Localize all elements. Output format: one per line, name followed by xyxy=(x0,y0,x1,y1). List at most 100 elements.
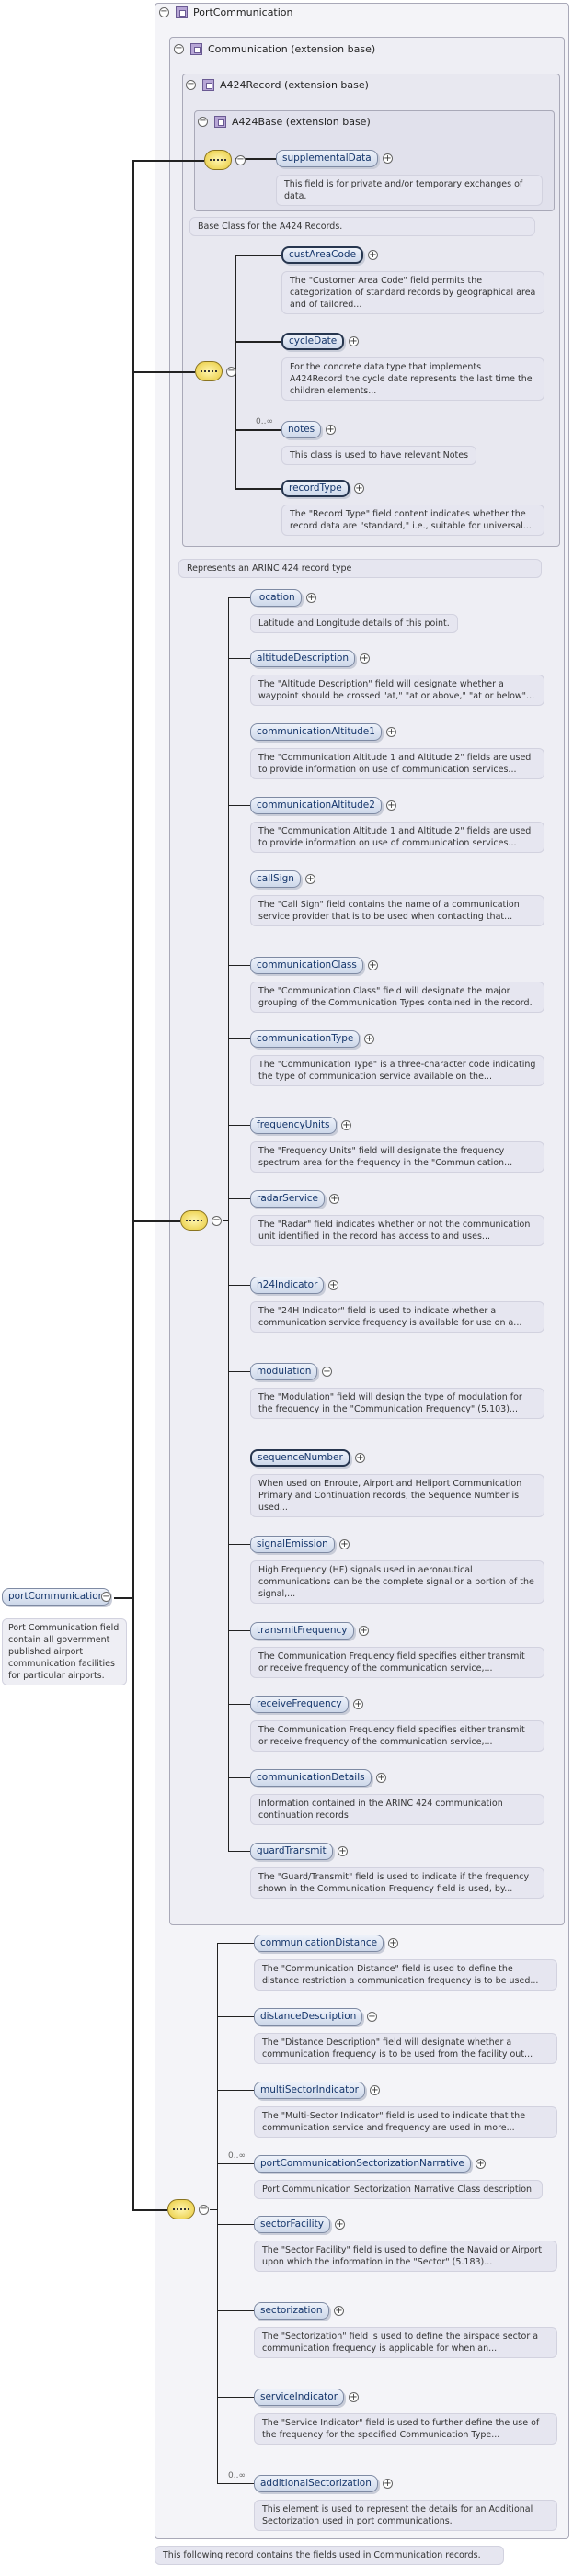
element-sectorFacility[interactable]: sectorFacility xyxy=(254,2216,330,2233)
element-radarService[interactable]: radarService xyxy=(250,1190,325,1208)
element-multiSectorIndicator[interactable]: multiSectorIndicator xyxy=(254,2082,365,2099)
collapse-toggle-sequence[interactable]: − xyxy=(235,154,246,165)
connector-line xyxy=(228,1371,250,1372)
doc-location: Latitude and Longitude details of this p… xyxy=(250,614,458,633)
expand-toggle-additionalSectorization[interactable]: + xyxy=(383,2479,393,2489)
connector-line xyxy=(228,965,250,966)
expand-toggle-portCommunicationSectorizationNarrative[interactable]: + xyxy=(476,2159,486,2169)
connector-line xyxy=(132,160,204,162)
element-communicationAltitude2[interactable]: communicationAltitude2 xyxy=(250,797,382,814)
expand-toggle-notes[interactable]: + xyxy=(326,425,336,435)
element-sectorization[interactable]: sectorization xyxy=(254,2302,329,2320)
root-element-portcommunication[interactable]: portCommunication xyxy=(2,1588,111,1606)
element-modulation[interactable]: modulation xyxy=(250,1363,318,1380)
expand-toggle-radarService[interactable]: + xyxy=(329,1194,339,1204)
expand-toggle-cycleDate[interactable]: + xyxy=(349,336,359,346)
expand-toggle-communicationDetails[interactable]: + xyxy=(376,1773,386,1783)
element-portCommunicationSectorizationNarrative[interactable]: portCommunicationSectorizationNarrative xyxy=(254,2155,471,2173)
element-callSign[interactable]: callSign xyxy=(250,870,301,888)
connector-line xyxy=(223,1220,228,1221)
expand-toggle-communicationClass[interactable]: + xyxy=(368,960,378,970)
connector-line xyxy=(217,2483,254,2484)
expand-toggle-guardTransmit[interactable]: + xyxy=(338,1846,348,1856)
collapse-toggle-a424record[interactable]: − xyxy=(186,79,196,90)
sequence-compositor[interactable] xyxy=(204,150,232,170)
expand-toggle-communicationAltitude2[interactable]: + xyxy=(386,800,396,811)
complex-type-icon xyxy=(190,43,202,55)
sequence-compositor[interactable] xyxy=(167,2199,195,2219)
sequence-compositor[interactable] xyxy=(180,1210,208,1231)
element-cycleDate[interactable]: cycleDate xyxy=(281,333,345,350)
expand-toggle-receiveFrequency[interactable]: + xyxy=(353,1699,363,1709)
expand-toggle-recordType[interactable]: + xyxy=(354,483,364,494)
element-guardTransmit[interactable]: guardTransmit xyxy=(250,1843,333,1860)
expand-toggle-modulation[interactable]: + xyxy=(322,1367,332,1377)
collapse-toggle-portcommunication[interactable]: − xyxy=(159,6,169,17)
frame-title-a424record: A424Record (extension base) xyxy=(220,79,369,91)
doc-portCommunicationSectorizationNarrative: Port Communication Sectorization Narrati… xyxy=(254,2180,544,2199)
cardinality-label: 0..∞ xyxy=(228,2151,246,2161)
collapse-toggle-sequence[interactable]: − xyxy=(226,366,236,377)
element-sequenceNumber[interactable]: sequenceNumber xyxy=(250,1449,350,1467)
element-distanceDescription[interactable]: distanceDescription xyxy=(254,2008,363,2026)
element-frequencyUnits[interactable]: frequencyUnits xyxy=(250,1117,337,1134)
expand-toggle-distanceDescription[interactable]: + xyxy=(367,2012,377,2022)
element-serviceIndicator[interactable]: serviceIndicator xyxy=(254,2389,345,2406)
element-location[interactable]: location xyxy=(250,589,302,607)
element-communicationDetails[interactable]: communicationDetails xyxy=(250,1769,372,1787)
expand-toggle-portcommunication[interactable]: − xyxy=(101,1592,111,1602)
expand-toggle-sectorization[interactable]: + xyxy=(334,2306,344,2316)
root-doc: Port Communication field contain all gov… xyxy=(2,1618,127,1685)
element-notes[interactable]: notes xyxy=(281,421,322,438)
element-h24Indicator[interactable]: h24Indicator xyxy=(250,1277,325,1294)
connector-line xyxy=(228,805,250,806)
expand-toggle-transmitFrequency[interactable]: + xyxy=(359,1626,369,1636)
element-communicationClass[interactable]: communicationClass xyxy=(250,957,363,974)
expand-toggle-callSign[interactable]: + xyxy=(305,874,315,884)
doc-radarService: The "Radar" field indicates whether or n… xyxy=(250,1215,544,1246)
doc-modulation: The "Modulation" field will design the t… xyxy=(250,1388,544,1419)
expand-toggle-h24Indicator[interactable]: + xyxy=(328,1280,338,1290)
connector-line xyxy=(217,2310,254,2311)
connector-line xyxy=(132,371,195,373)
doc-sectorFacility: The "Sector Facility" field is used to d… xyxy=(254,2241,557,2272)
collapse-toggle-sequence[interactable]: − xyxy=(199,2204,209,2215)
element-communicationAltitude1[interactable]: communicationAltitude1 xyxy=(250,723,382,741)
element-supplementalData[interactable]: supplementalData xyxy=(276,150,378,167)
expand-toggle-serviceIndicator[interactable]: + xyxy=(349,2392,359,2402)
expand-toggle-sequenceNumber[interactable]: + xyxy=(355,1453,365,1463)
collapse-toggle-a424base[interactable]: − xyxy=(198,116,208,127)
connector-line xyxy=(217,2163,254,2164)
expand-toggle-communicationAltitude1[interactable]: + xyxy=(386,727,396,737)
doc-supplementalData: This field is for private and/or tempora… xyxy=(276,175,543,206)
connector-line xyxy=(217,1943,218,2484)
connector-line xyxy=(228,1630,250,1631)
collapse-toggle-sequence[interactable]: − xyxy=(212,1215,222,1226)
expand-toggle-communicationType[interactable]: + xyxy=(364,1034,374,1044)
expand-toggle-altitudeDescription[interactable]: + xyxy=(360,653,370,664)
sequence-compositor[interactable] xyxy=(195,361,223,381)
frame-title-portcommunication: PortCommunication xyxy=(193,6,293,18)
element-communicationDistance[interactable]: communicationDistance xyxy=(254,1935,384,1952)
expand-toggle-communicationDistance[interactable]: + xyxy=(388,1938,398,1948)
element-recordType[interactable]: recordType xyxy=(281,480,350,497)
element-communicationType[interactable]: communicationType xyxy=(250,1030,361,1048)
element-additionalSectorization[interactable]: additionalSectorization xyxy=(254,2475,378,2492)
expand-toggle-signalEmission[interactable]: + xyxy=(339,1539,350,1549)
doc-multiSectorIndicator: The "Multi-Sector Indicator" field is us… xyxy=(254,2106,557,2138)
expand-toggle-custAreaCode[interactable]: + xyxy=(368,250,378,260)
collapse-toggle-communication[interactable]: − xyxy=(174,43,184,54)
expand-toggle-sectorFacility[interactable]: + xyxy=(335,2219,345,2230)
expand-toggle-multiSectorIndicator[interactable]: + xyxy=(370,2085,380,2095)
expand-toggle-frequencyUnits[interactable]: + xyxy=(341,1120,351,1130)
doc-additionalSectorization: This element is used to represent the de… xyxy=(254,2500,557,2531)
element-receiveFrequency[interactable]: receiveFrequency xyxy=(250,1696,349,1713)
doc-communicationDetails: Information contained in the ARINC 424 c… xyxy=(250,1794,544,1825)
element-transmitFrequency[interactable]: transmitFrequency xyxy=(250,1622,354,1640)
element-altitudeDescription[interactable]: altitudeDescription xyxy=(250,650,356,667)
element-signalEmission[interactable]: signalEmission xyxy=(250,1536,335,1553)
element-custAreaCode[interactable]: custAreaCode xyxy=(281,246,364,264)
doc-custAreaCode: The "Customer Area Code" field permits t… xyxy=(281,271,544,314)
expand-toggle-supplementalData[interactable]: + xyxy=(383,153,393,164)
expand-toggle-location[interactable]: + xyxy=(306,593,316,603)
